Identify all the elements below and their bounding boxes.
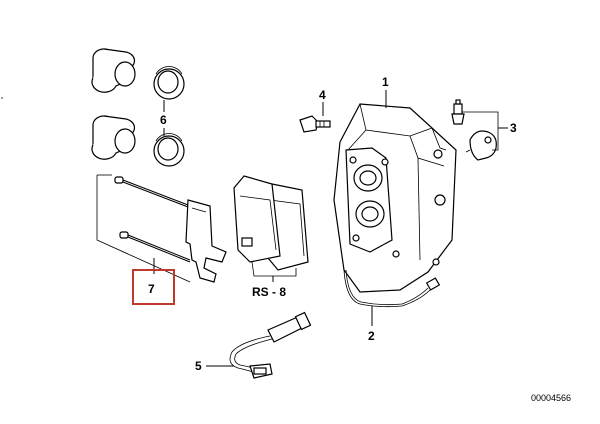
callout-4: 4 (319, 88, 326, 102)
wear-sensor[interactable] (229, 311, 312, 379)
seal-lower[interactable] (153, 133, 185, 167)
spring-clip[interactable] (185, 199, 227, 283)
callout-3: 3 (510, 121, 517, 135)
retaining-pin-upper[interactable] (114, 176, 189, 208)
document-number: 00004566 (531, 393, 571, 403)
brake-pad-front[interactable] (233, 175, 281, 263)
brake-line-clip[interactable] (465, 130, 497, 161)
callout-7-highlight (132, 269, 175, 305)
caliper-housing[interactable] (333, 103, 457, 293)
callout-8: RS - 8 (252, 285, 286, 299)
callout-1: 1 (382, 75, 389, 89)
callout-5: 5 (195, 359, 202, 373)
callout-2: 2 (368, 329, 375, 343)
seal-upper[interactable] (153, 66, 185, 100)
bleeder-valve[interactable] (451, 99, 465, 125)
bleeder-bolt[interactable] (299, 115, 331, 133)
wear-sensor-wire[interactable] (343, 258, 441, 308)
piston-lower[interactable] (91, 115, 136, 160)
bracket-8 (251, 261, 297, 277)
callout-7: 7 (148, 282, 155, 296)
bracket-3 (462, 111, 499, 151)
callout-6: 6 (160, 113, 167, 127)
piston-upper[interactable] (91, 48, 136, 93)
bracket-7 (96, 175, 191, 283)
retaining-pin-lower[interactable] (119, 231, 191, 263)
